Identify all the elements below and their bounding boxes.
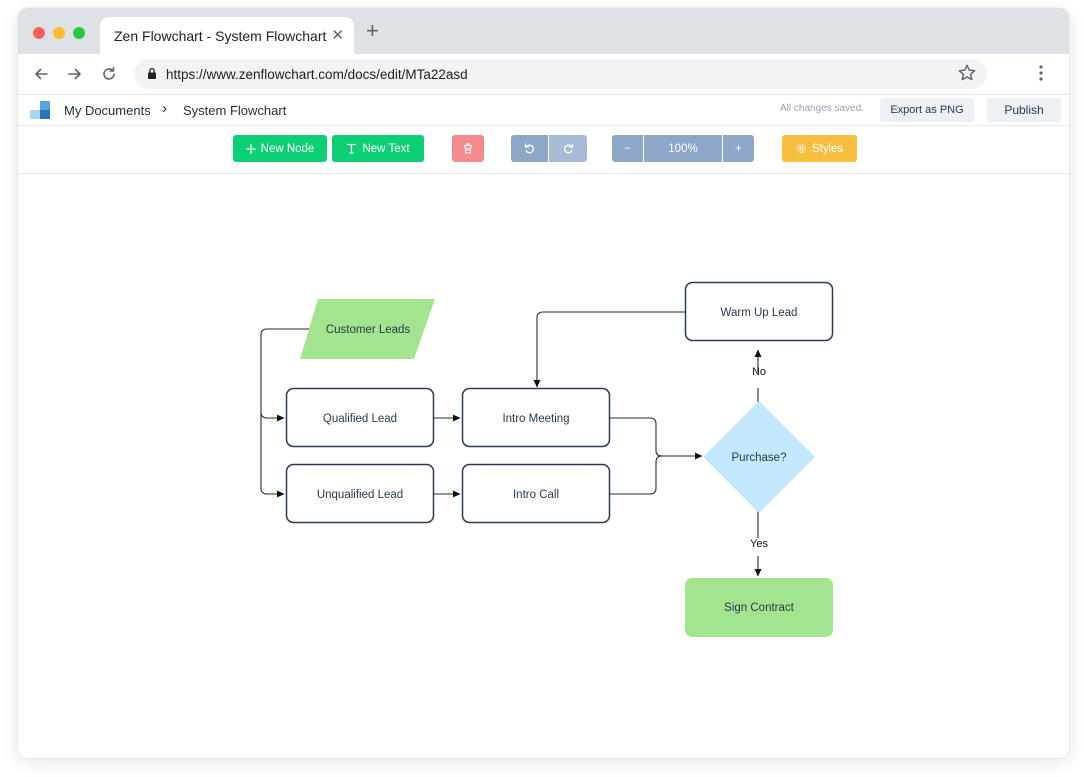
forward-icon[interactable] <box>64 63 86 85</box>
breadcrumb-my-documents[interactable]: My Documents <box>64 103 151 118</box>
zoom-level: 100% <box>644 135 722 162</box>
new-text-label: New Text <box>362 142 410 155</box>
node-intro-meeting-label: Intro Meeting <box>502 413 569 425</box>
bookmark-star-icon[interactable] <box>957 63 977 88</box>
plus-icon <box>246 144 256 153</box>
edge-leads-to-unqualified <box>260 412 285 498</box>
node-warm-up-lead-label: Warm Up Lead <box>721 307 798 319</box>
tab-title: Zen Flowchart - System Flowchart <box>114 28 327 44</box>
redo-button[interactable] <box>549 135 587 162</box>
address-bar: https://www.zenflowchart.com/docs/edit/M… <box>18 54 1069 95</box>
styles-label: Styles <box>811 142 844 155</box>
node-unqualified-lead-label: Unqualified Lead <box>317 489 403 501</box>
browser-menu-icon[interactable] <box>1038 63 1044 88</box>
node-sign-contract[interactable]: Sign Contract <box>685 578 833 637</box>
edge-warmup-to-meeting <box>533 311 685 388</box>
node-customer-leads-label: Customer Leads <box>326 324 411 336</box>
gear-icon <box>796 144 806 153</box>
node-qualified-lead[interactable]: Qualified Lead <box>285 387 435 448</box>
edge-meeting-to-purchase <box>609 417 703 460</box>
node-customer-leads[interactable]: Customer Leads <box>300 299 435 359</box>
save-status: All changes saved. <box>780 103 864 114</box>
close-window-button[interactable] <box>33 27 45 39</box>
zoom-out-button[interactable]: − <box>612 135 643 162</box>
delete-button[interactable] <box>452 135 484 162</box>
edge-call-to-purchase <box>609 455 663 495</box>
flowchart-svg: Customer Leads Qualified Lead Unqualifie… <box>260 281 834 637</box>
lock-icon <box>147 67 157 85</box>
reload-icon[interactable] <box>98 63 120 85</box>
undo-button[interactable] <box>511 135 548 162</box>
styles-button[interactable]: Styles <box>782 135 857 162</box>
url-bar[interactable]: https://www.zenflowchart.com/docs/edit/M… <box>134 59 987 89</box>
node-unqualified-lead[interactable]: Unqualified Lead <box>285 463 435 524</box>
editor-toolbar: New Node New Text − 100% + Styles <box>18 126 1069 174</box>
node-intro-call-label: Intro Call <box>513 489 559 501</box>
undo-icon <box>524 143 534 154</box>
browser-tab[interactable]: Zen Flowchart - System Flowchart ✕ <box>100 17 354 54</box>
breadcrumb-separator: › <box>162 100 167 117</box>
new-node-button[interactable]: New Node <box>233 135 327 162</box>
edge-label-no: No <box>752 366 766 378</box>
node-warm-up-lead[interactable]: Warm Up Lead <box>684 281 834 342</box>
app-header: My Documents › System Flowchart All chan… <box>18 95 1069 126</box>
url-text: https://www.zenflowchart.com/docs/edit/M… <box>166 67 468 82</box>
tab-close-icon[interactable]: ✕ <box>331 27 344 44</box>
node-purchase-decision[interactable]: Purchase? <box>703 401 815 513</box>
breadcrumb-document-title: System Flowchart <box>183 103 287 118</box>
edge-leads-to-qualified <box>260 328 315 422</box>
node-qualified-lead-label: Qualified Lead <box>323 413 397 425</box>
maximize-window-button[interactable] <box>73 27 85 39</box>
redo-icon <box>563 143 573 154</box>
publish-button[interactable]: Publish <box>987 98 1061 122</box>
tab-bar: Zen Flowchart - System Flowchart ✕ + <box>18 8 1069 54</box>
zoom-in-button[interactable]: + <box>723 135 754 162</box>
export-png-button[interactable]: Export as PNG <box>880 98 974 122</box>
new-node-label: New Node <box>260 142 315 155</box>
flowchart-canvas[interactable]: Customer Leads Qualified Lead Unqualifie… <box>18 174 1069 758</box>
edge-label-yes: Yes <box>750 538 768 550</box>
node-intro-call[interactable]: Intro Call <box>461 463 611 524</box>
node-sign-contract-label: Sign Contract <box>724 602 794 614</box>
trash-icon <box>464 143 472 154</box>
node-intro-meeting[interactable]: Intro Meeting <box>461 387 611 448</box>
node-purchase-label: Purchase? <box>732 452 787 464</box>
text-icon <box>347 143 357 154</box>
back-icon[interactable] <box>30 63 52 85</box>
new-text-button[interactable]: New Text <box>332 135 424 162</box>
app-logo-icon[interactable] <box>30 101 50 119</box>
browser-window: Zen Flowchart - System Flowchart ✕ + htt… <box>18 8 1069 758</box>
new-tab-button[interactable]: + <box>366 18 379 43</box>
minimize-window-button[interactable] <box>53 27 65 39</box>
